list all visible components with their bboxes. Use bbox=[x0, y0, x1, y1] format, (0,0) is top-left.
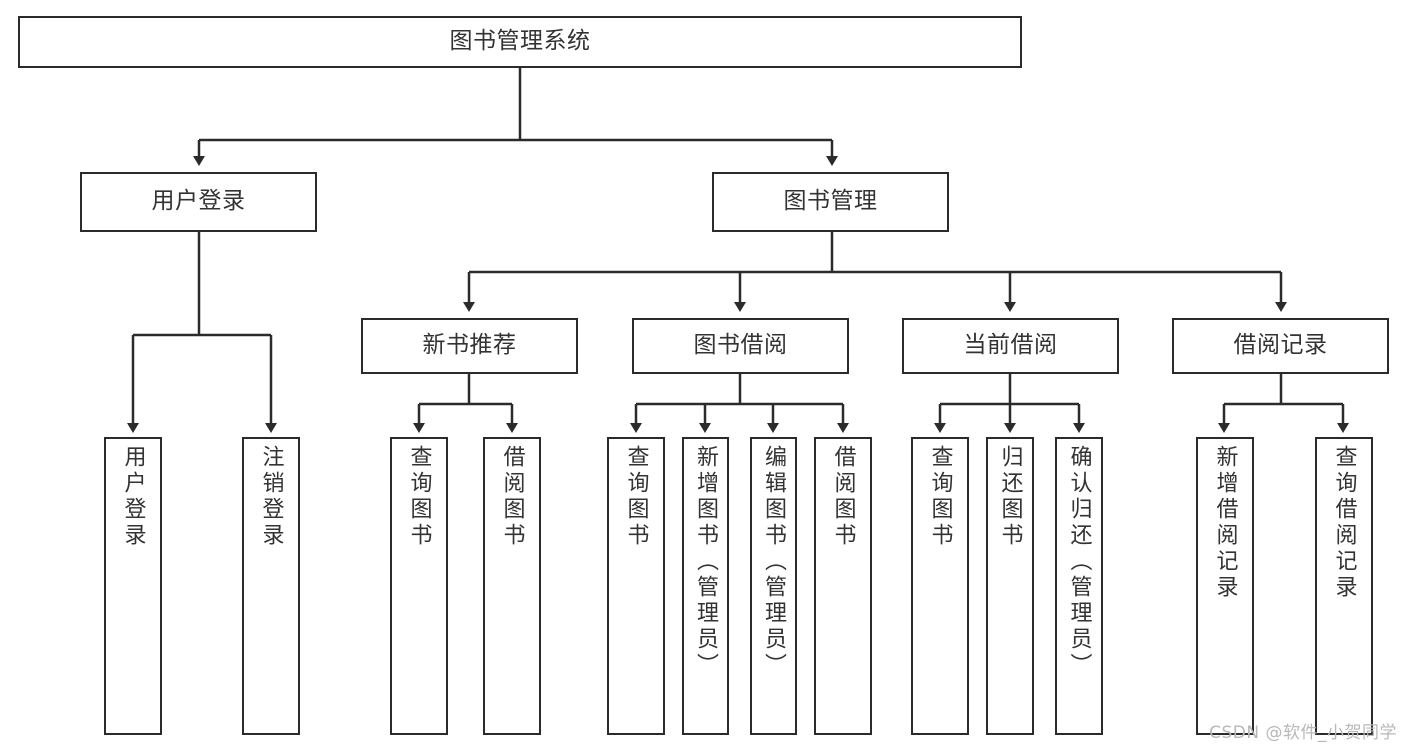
node-label: 新书推荐 bbox=[422, 332, 517, 359]
node-label: 用户登录 bbox=[120, 445, 146, 549]
node-current-borrow[interactable]: 当前借阅 bbox=[902, 318, 1119, 374]
node-label: 归还图书 bbox=[997, 445, 1023, 549]
node-label: 图书管理 bbox=[783, 188, 878, 215]
node-leaf-query-book-3[interactable]: 查询图书 bbox=[911, 437, 969, 735]
node-label: 借阅图书 bbox=[499, 445, 525, 549]
node-leaf-query-book-2[interactable]: 查询图书 bbox=[607, 437, 665, 735]
node-label: 图书管理系统 bbox=[449, 28, 591, 55]
node-label: 借阅记录 bbox=[1233, 332, 1328, 359]
node-label: 图书借阅 bbox=[693, 332, 788, 359]
node-leaf-query-record[interactable]: 查询借阅记录 bbox=[1315, 437, 1373, 735]
node-borrow-record[interactable]: 借阅记录 bbox=[1172, 318, 1389, 374]
node-label: 注销登录 bbox=[258, 445, 284, 549]
node-label: 查询借阅记录 bbox=[1331, 445, 1357, 601]
node-leaf-user-login[interactable]: 用户登录 bbox=[104, 437, 162, 735]
node-leaf-query-book-1[interactable]: 查询图书 bbox=[390, 437, 448, 735]
node-label: 编辑图书（管理员） bbox=[761, 445, 787, 679]
node-label: 确认归还（管理员） bbox=[1066, 445, 1092, 679]
node-label: 借阅图书 bbox=[830, 445, 856, 549]
node-leaf-borrow-book-1[interactable]: 借阅图书 bbox=[483, 437, 541, 735]
node-leaf-edit-book[interactable]: 编辑图书（管理员） bbox=[750, 437, 797, 735]
csdn-watermark: CSDN @软件_小贺同学 bbox=[1209, 723, 1397, 743]
node-label: 新增图书（管理员） bbox=[693, 445, 719, 679]
node-book-borrow[interactable]: 图书借阅 bbox=[632, 318, 849, 374]
node-leaf-add-book[interactable]: 新增图书（管理员） bbox=[682, 437, 729, 735]
node-leaf-logout-login[interactable]: 注销登录 bbox=[242, 437, 300, 735]
node-label: 查询图书 bbox=[623, 445, 649, 549]
node-new-book-recommend[interactable]: 新书推荐 bbox=[361, 318, 578, 374]
node-user-login[interactable]: 用户登录 bbox=[80, 172, 317, 232]
node-label: 新增借阅记录 bbox=[1212, 445, 1238, 601]
node-leaf-return-book[interactable]: 归还图书 bbox=[986, 437, 1034, 735]
node-leaf-confirm-return[interactable]: 确认归还（管理员） bbox=[1055, 437, 1103, 735]
node-book-management[interactable]: 图书管理 bbox=[712, 172, 949, 232]
node-label: 查询图书 bbox=[406, 445, 432, 549]
node-label: 查询图书 bbox=[927, 445, 953, 549]
node-leaf-borrow-book-2[interactable]: 借阅图书 bbox=[814, 437, 872, 735]
node-label: 用户登录 bbox=[151, 188, 246, 215]
node-root-system[interactable]: 图书管理系统 bbox=[18, 16, 1022, 68]
node-leaf-add-record[interactable]: 新增借阅记录 bbox=[1196, 437, 1254, 735]
node-label: 当前借阅 bbox=[963, 332, 1058, 359]
